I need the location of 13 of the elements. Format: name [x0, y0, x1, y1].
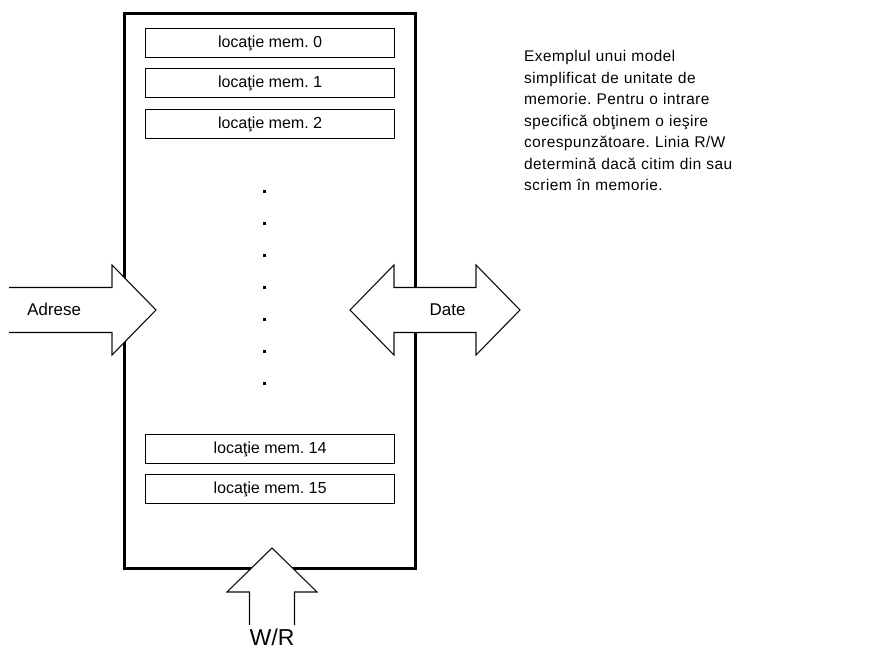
block-arrow	[349, 264, 521, 356]
memory-location-box: locaţie mem. 14	[145, 434, 395, 464]
memory-location-box: locaţie mem. 2	[145, 109, 395, 139]
memory-location-box: locaţie mem. 0	[145, 28, 395, 58]
memory-location-box: locaţie mem. 15	[145, 474, 395, 504]
signal-label: W/R	[232, 622, 312, 652]
signal-label: Adrese	[8, 297, 100, 323]
block-arrow	[226, 547, 318, 626]
description-text: Exemplul unui model simplificat de unitate de memorie. Pentru o intrare specifică obţinem o ieşire corespunzătoare. Linia R/W determină dacă citim din sau scriem în memorie.	[524, 47, 734, 196]
signal-label: Date	[420, 297, 475, 323]
memory-unit-box	[123, 12, 417, 570]
memory-location-box: locaţie mem. 1	[145, 68, 395, 98]
block-arrow	[8, 264, 157, 356]
